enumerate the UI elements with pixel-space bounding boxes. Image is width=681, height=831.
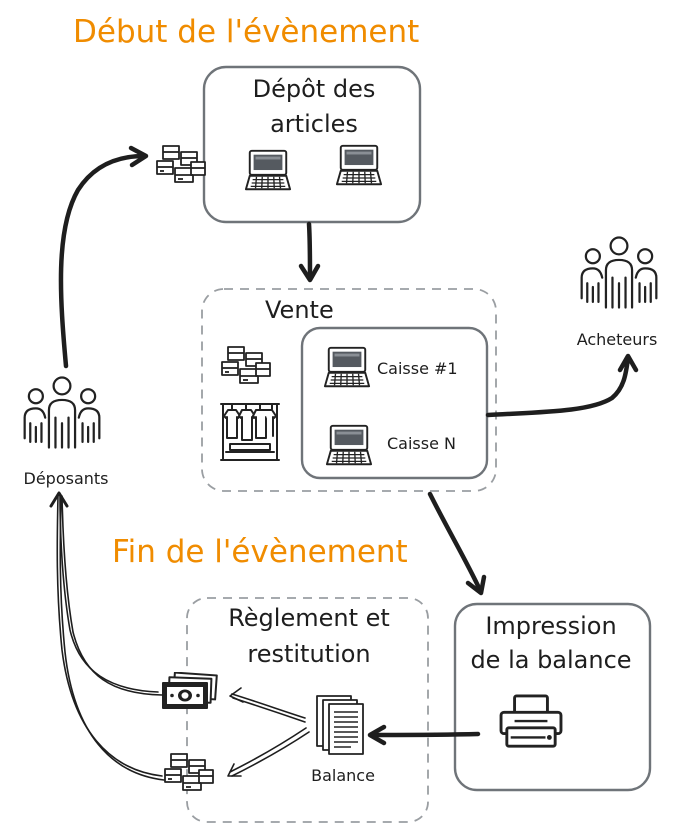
reglement-title-line1: Règlement et [228,604,390,632]
balance-label: Balance [311,766,375,785]
arrow-banknotes-to-deposants [59,495,163,696]
laptop-icon [335,144,383,186]
impression-title-line1: Impression [485,612,616,640]
caisses-box: Caisse #1 Caisse N [300,326,489,480]
laptop-icon [323,346,371,388]
document-stack-icon [316,695,364,755]
caisse-1-label: Caisse #1 [377,359,458,378]
arrow-impression-to-balance [367,724,481,746]
reglement-title-line2: restitution [247,640,370,668]
phase-title-end: Fin de l'évènement [112,534,408,570]
impression-box: Impression de la balance [453,602,652,792]
arrow-balance-to-boxes [227,727,310,777]
arrow-deposants-to-depot [58,145,149,369]
arrow-caisses-to-acheteurs [485,353,639,418]
phase-title-start: Début de l'évènement [73,14,419,50]
arrow-boxes-to-deposants [49,491,165,781]
acheteurs-label: Acheteurs [577,330,658,349]
arrow-vente-to-impression [427,491,487,596]
impression-title-line2: de la balance [470,646,631,674]
deposants-people-icon [23,376,101,449]
deposants-label: Déposants [24,469,109,488]
reglement-box: Règlement et restitution Balance [186,597,429,823]
vente-title: Vente [265,296,334,324]
arrow-depot-to-vente [298,221,321,283]
depot-box: Dépôt des articles [202,65,422,224]
caisse-n-label: Caisse N [387,434,456,453]
acheteurs-people-icon [580,236,658,309]
depot-title-line2: articles [270,110,358,138]
laptop-icon [244,149,292,191]
laptop-icon [325,424,373,466]
boxes-icon [156,145,206,183]
arrow-balance-to-banknotes [229,687,306,723]
banknotes-icon [162,672,218,709]
depot-title-line1: Dépôt des [253,75,376,103]
